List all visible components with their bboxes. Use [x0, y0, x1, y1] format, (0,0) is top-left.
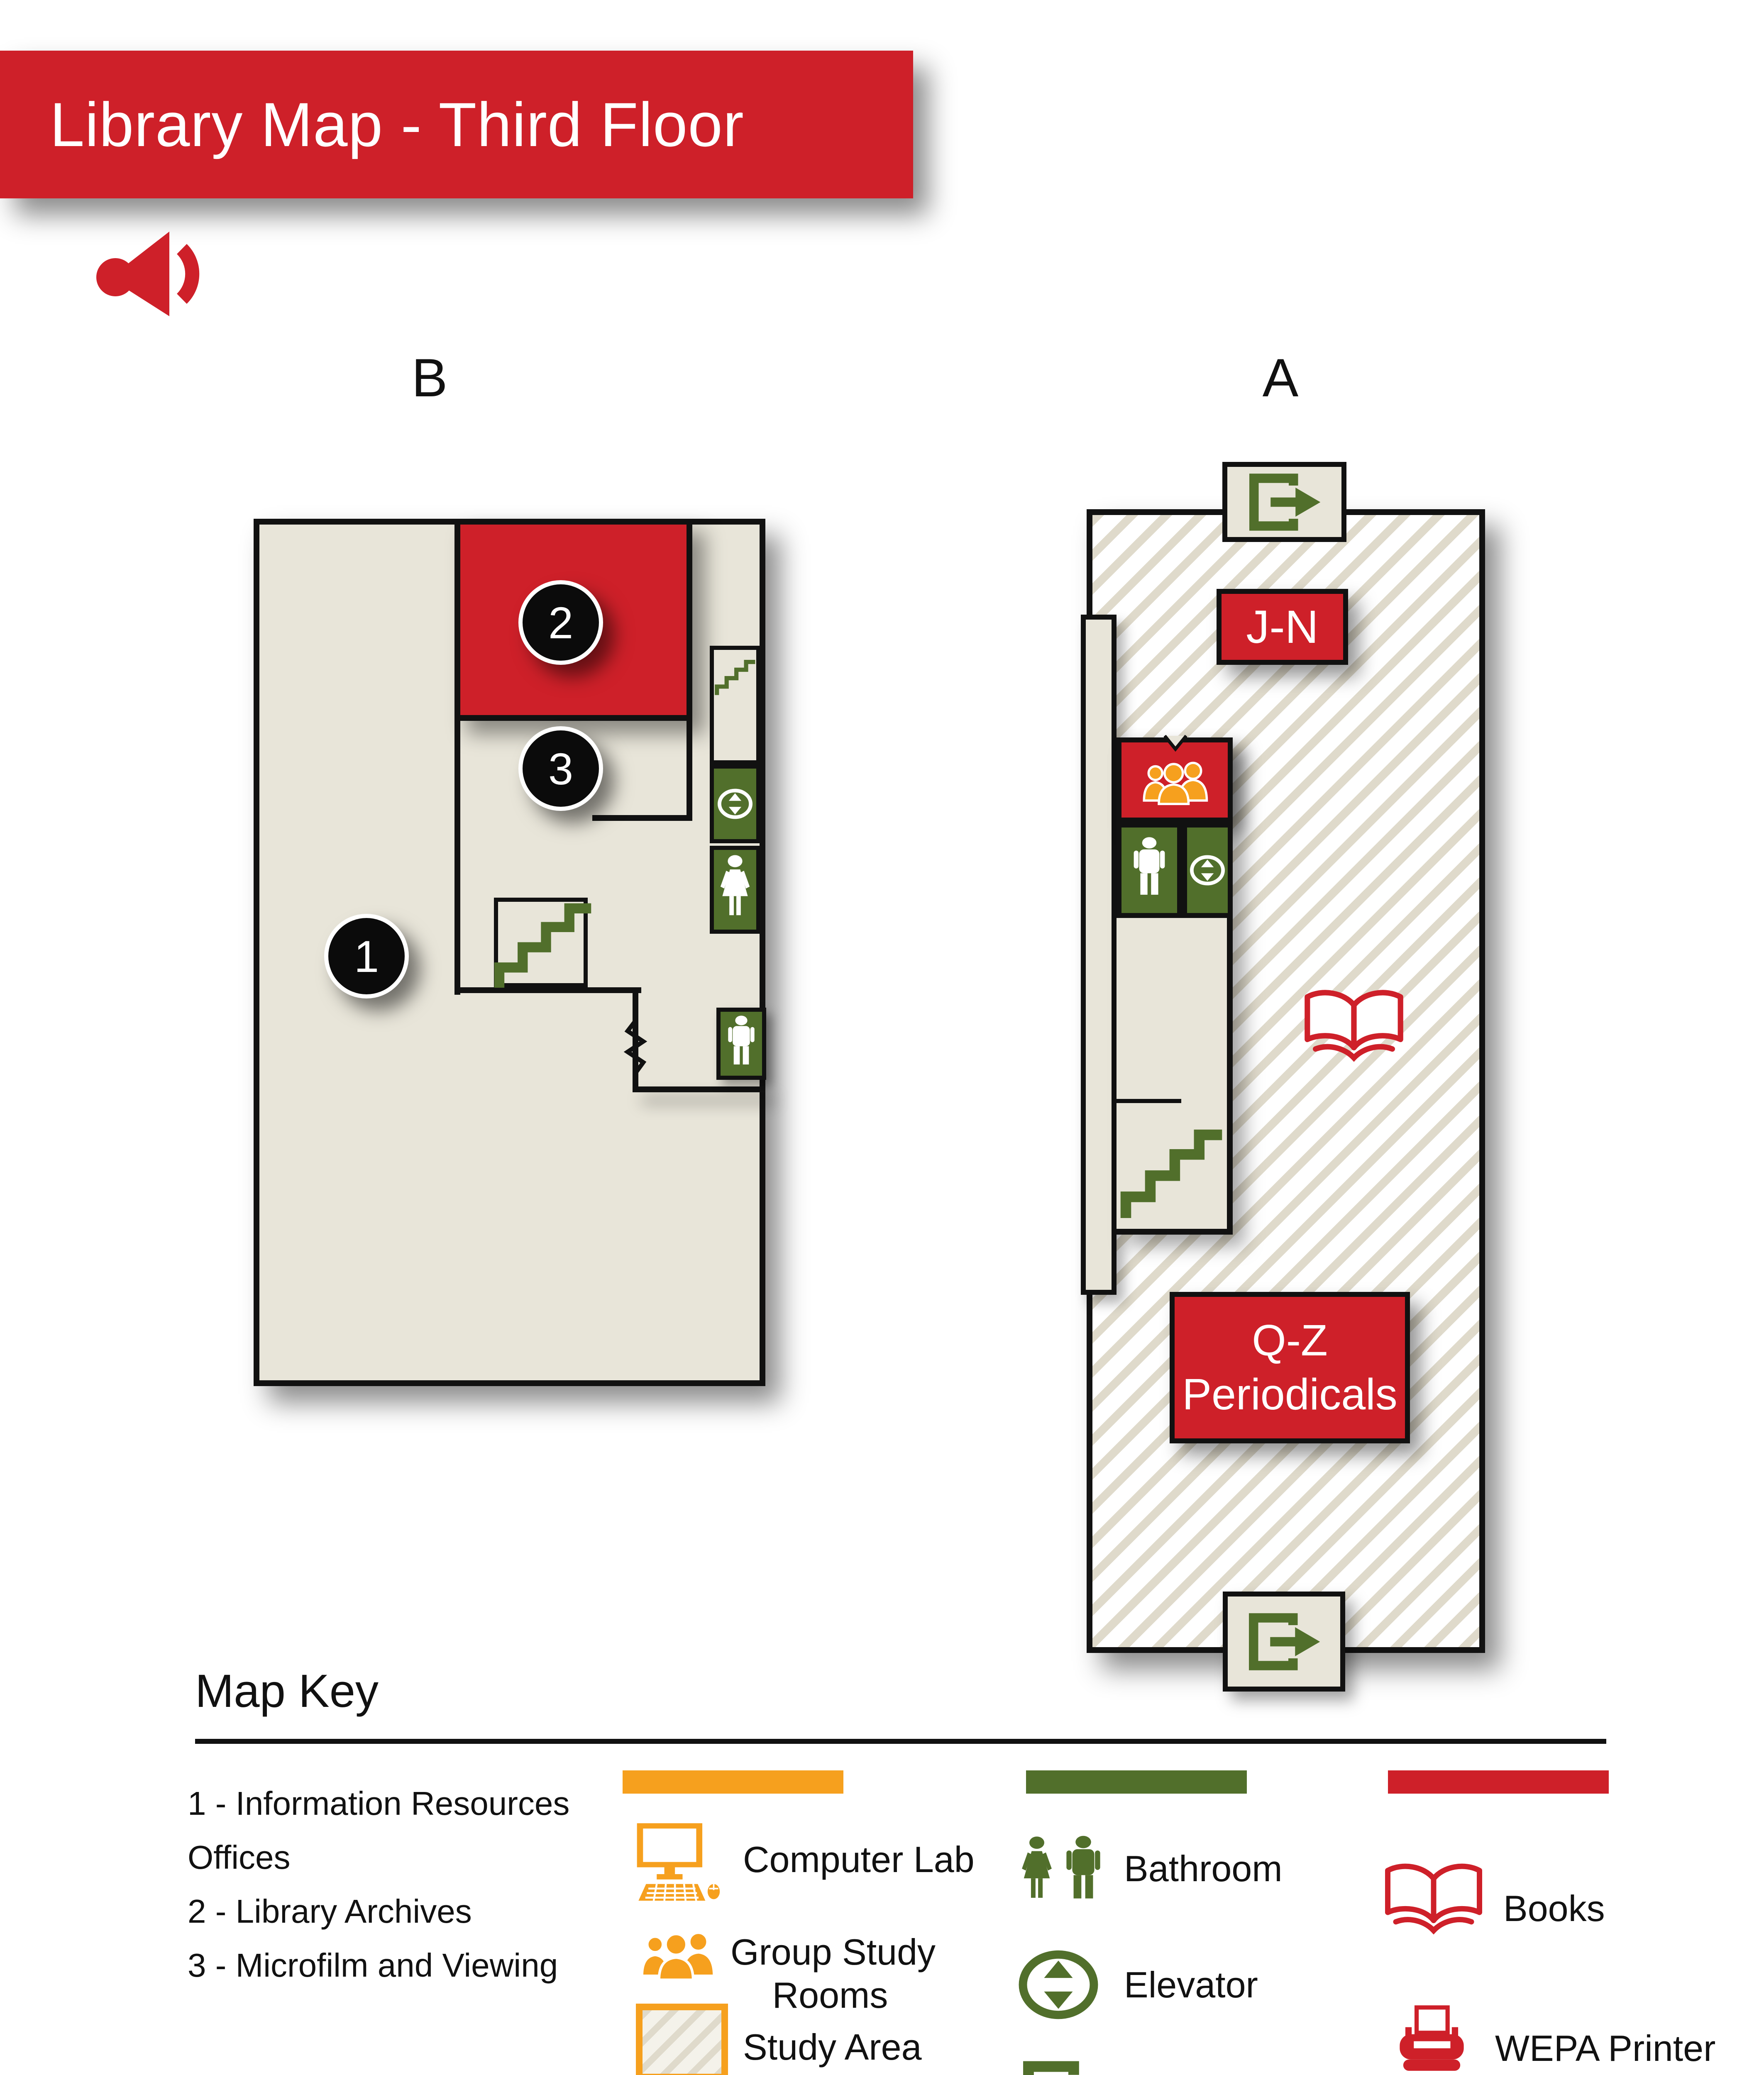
wall: [454, 987, 641, 993]
key-entry-3: 3 - Microfilm and Viewing: [188, 1947, 558, 1984]
header-banner: Library Map - Third Floor: [0, 51, 913, 198]
man-bathroom-icon: [725, 1015, 757, 1073]
label-line: Rooms: [772, 1975, 888, 2016]
building-a-floorplan: J-N Q-Z Periodicals: [1081, 462, 1485, 1692]
man-bathroom-icon: [1063, 1829, 1104, 1914]
exit-south: [1223, 1592, 1345, 1692]
stairwell-enclosure: [494, 898, 588, 987]
exit-icon: [1245, 1611, 1324, 1673]
legend-label-study-area: Study Area: [743, 2026, 922, 2068]
books-icon: [1299, 987, 1409, 1066]
qz-periodicals-label: Q-Z Periodicals: [1170, 1292, 1410, 1443]
exit-north: [1222, 462, 1346, 542]
legend-label-group-study-rooms: Group Study Rooms: [731, 1931, 936, 2017]
wall: [633, 987, 638, 1092]
study-area-swatch: [636, 2004, 728, 2075]
stairs-icon: [491, 901, 595, 988]
group-study-icon: [1141, 756, 1209, 810]
wall: [687, 721, 692, 821]
stack-range-text: J-N: [1246, 601, 1319, 653]
elevator-room: [1182, 823, 1233, 918]
legend-label-books: Books: [1503, 1888, 1605, 1929]
key-entry-1: 1 - Information Resources: [188, 1785, 570, 1822]
divider-rule: [195, 1739, 1606, 1744]
exit-icon: [1019, 2058, 1108, 2075]
elevator-icon: [716, 787, 754, 820]
wall-break-icon: [616, 1019, 655, 1073]
corridor-strip: [1081, 615, 1117, 1295]
red-legend-bar: [1388, 1770, 1609, 1794]
books-icon: [1380, 1858, 1488, 1941]
legend-label-wepa-printer: WEPA Printer: [1495, 2028, 1716, 2069]
key-entry-1-continued: Offices: [188, 1839, 291, 1876]
wall: [454, 721, 460, 995]
mens-bathroom: [716, 1008, 766, 1080]
green-legend-bar: [1026, 1770, 1247, 1794]
stairs-icon: [714, 658, 756, 696]
label-line: Group Study: [731, 1931, 936, 1972]
womens-bathroom: [710, 846, 760, 934]
woman-bathroom-icon: [715, 854, 755, 925]
group-study-icon: [632, 1925, 723, 1987]
page-title: Library Map - Third Floor: [50, 90, 744, 159]
legend-label-elevator: Elevator: [1124, 1964, 1258, 2005]
building-b-floorplan: 1 2 3: [254, 519, 766, 1386]
legend-label-bathroom: Bathroom: [1124, 1848, 1283, 1889]
audio-speaker-icon[interactable]: [95, 224, 216, 320]
man-bathroom-icon: [1130, 835, 1168, 905]
woman-bathroom-icon: [1016, 1829, 1058, 1914]
section-label-a: A: [1262, 347, 1299, 408]
marker-3-microfilm-viewing[interactable]: 3: [518, 726, 603, 811]
marker-number: 3: [548, 743, 574, 794]
wepa-printer-icon: [1391, 2001, 1472, 2075]
wall: [592, 815, 692, 821]
section-label-b: B: [411, 347, 448, 408]
wall: [633, 1086, 765, 1092]
group-study-room: [1117, 737, 1233, 823]
door-notch: [1164, 735, 1187, 752]
legend-label-computer-lab: Computer Lab: [743, 1839, 975, 1880]
stack-range-text: Periodicals: [1182, 1370, 1398, 1419]
elevator-room: [710, 764, 760, 843]
marker-1-information-resources-offices[interactable]: 1: [324, 914, 409, 998]
wall: [1117, 1099, 1181, 1103]
computer-lab-icon: [626, 1820, 726, 1905]
marker-number: 1: [354, 931, 379, 981]
exit-icon: [1245, 471, 1324, 533]
map-key-title: Map Key: [195, 1665, 379, 1717]
elevator-icon: [1017, 1946, 1100, 2023]
marker-number: 2: [548, 597, 574, 648]
marker-2-library-archives[interactable]: 2: [518, 580, 603, 665]
jn-stacks-label: J-N: [1217, 589, 1348, 665]
mens-bathroom: [1117, 823, 1182, 918]
stairwell-room: [710, 646, 760, 764]
orange-legend-bar: [623, 1770, 843, 1794]
key-entry-2: 2 - Library Archives: [188, 1893, 472, 1930]
elevator-icon: [1189, 853, 1226, 887]
stairs-icon: [1119, 1127, 1224, 1218]
stack-range-text: Q-Z: [1252, 1316, 1328, 1365]
